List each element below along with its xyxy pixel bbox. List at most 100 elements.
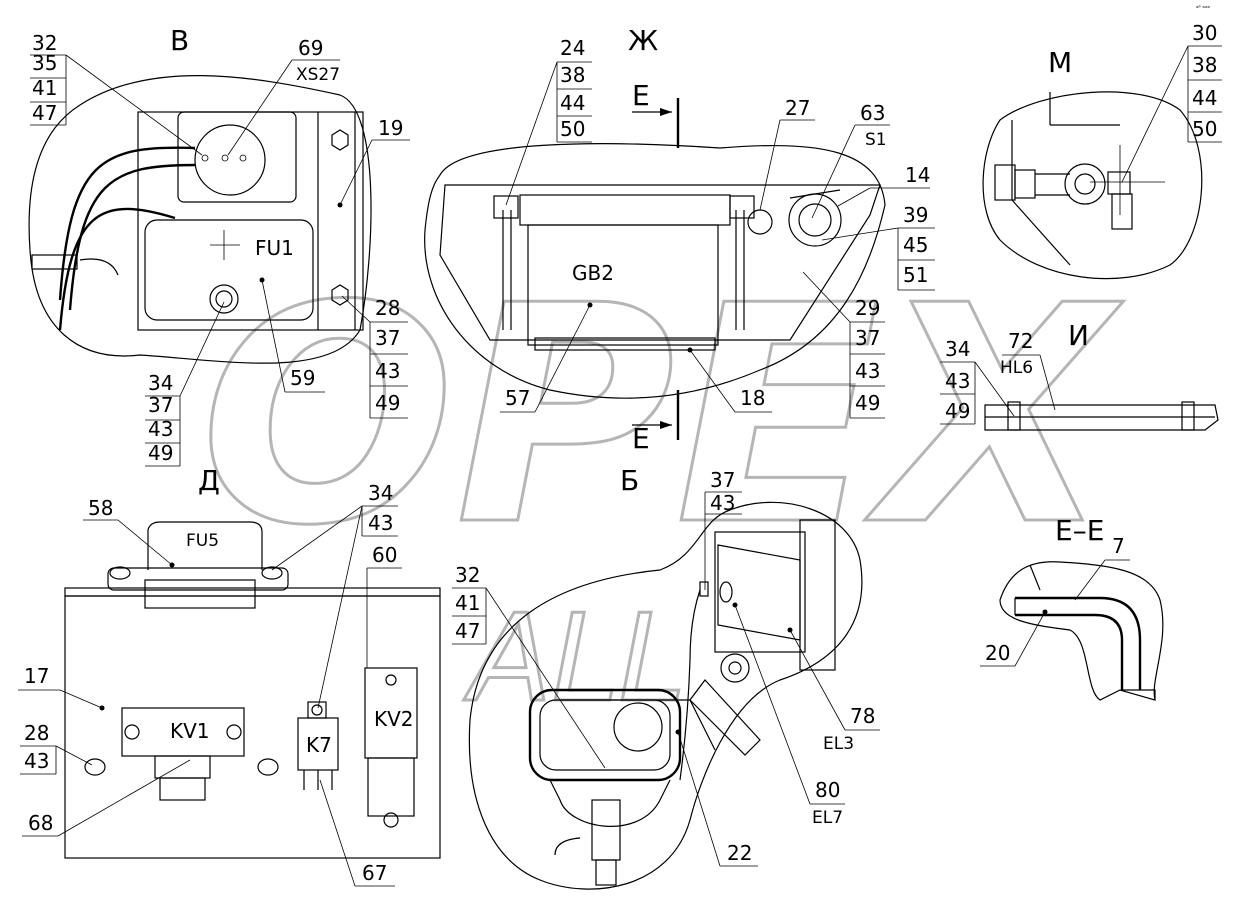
view-ee-title: Е–Е — [1055, 514, 1104, 547]
view-v-bolt-top — [331, 129, 349, 151]
kv1-connector — [154, 755, 211, 779]
callout-18: 18 — [687, 347, 772, 413]
svg-text:20: 20 — [985, 641, 1010, 665]
view-i-fastener-right — [1181, 401, 1195, 431]
callout-27: 27 — [759, 96, 815, 211]
svg-text:37: 37 — [148, 393, 173, 417]
view-b: Б EL3 EL7 37 43 32 41 47 — [452, 464, 880, 890]
callout-7: 7 — [1074, 534, 1130, 601]
el3-lamp-cover — [799, 519, 836, 671]
view-m: М 30 38 44 50 — [982, 21, 1222, 280]
svg-text:43: 43 — [24, 749, 49, 773]
view-zh: Ж Е Е GB2 S1 24 38 44 50 — [424, 24, 935, 455]
callout-28-43: 28 43 — [20, 721, 93, 775]
s1-label: S1 — [865, 130, 887, 150]
callout-20: 20 — [980, 609, 1048, 667]
svg-text:18: 18 — [740, 386, 765, 410]
view-v-clamp — [31, 254, 78, 270]
callout-m-stack: 30 38 44 50 — [1121, 21, 1222, 183]
view-d-stud-right — [257, 758, 279, 776]
ee-bracket-inner — [1015, 613, 1124, 690]
callout-v-stack-left: 32 35 41 47 — [30, 31, 203, 156]
xs27-label: XS27 — [296, 65, 340, 85]
svg-text:67: 67 — [362, 861, 387, 885]
svg-text:38: 38 — [1192, 53, 1217, 77]
hl6-label: HL6 — [1000, 358, 1033, 378]
corner-mark: ᵃᴾ ᵇᵃᵇ — [1196, 5, 1210, 12]
view-zh-outline — [424, 143, 886, 399]
view-m-terminal — [1064, 163, 1106, 205]
svg-text:72: 72 — [1008, 329, 1033, 353]
svg-text:27: 27 — [785, 96, 810, 120]
svg-text:43: 43 — [855, 359, 880, 383]
callout-68: 68 — [22, 759, 191, 837]
view-zh-title: Ж — [628, 24, 658, 57]
view-b-title: Б — [620, 464, 639, 497]
fu5-fuse — [147, 521, 263, 570]
svg-text:28: 28 — [24, 721, 49, 745]
callout-67: 67 — [319, 779, 395, 887]
svg-text:58: 58 — [88, 496, 113, 520]
callout-b-top: 37 43 — [704, 468, 742, 590]
svg-text:7: 7 — [1112, 534, 1125, 558]
watermark-subtext: ALL — [463, 590, 686, 729]
svg-text:39: 39 — [903, 203, 928, 227]
fu1-cap — [209, 284, 239, 314]
fu5-label: FU5 — [186, 531, 219, 551]
callout-34-stack: 34 37 43 49 — [145, 301, 225, 467]
gb2-left-clamp — [493, 195, 519, 219]
callout-28-stack: 28 37 43 49 — [341, 295, 408, 419]
view-i-fastener-left — [1007, 401, 1021, 431]
svg-text:43: 43 — [375, 359, 400, 383]
view-b-outline — [468, 501, 863, 890]
svg-text:17: 17 — [24, 664, 49, 688]
view-b-lower-connector — [591, 799, 621, 861]
svg-text:63: 63 — [860, 101, 885, 125]
callout-39-stack: 39 45 51 — [821, 203, 935, 291]
callout-22: 22 — [675, 729, 758, 867]
svg-text:51: 51 — [903, 263, 928, 287]
view-ee-outline — [999, 561, 1164, 701]
view-d: Д FU5 KV1 K7 KV2 58 — [18, 464, 441, 887]
view-d-stud-left — [84, 758, 106, 776]
svg-text:14: 14 — [905, 163, 930, 187]
section-e-bottom-label: Е — [632, 422, 650, 455]
watermark-text: OPEX — [200, 242, 1124, 591]
section-e-top-label: Е — [632, 79, 650, 112]
view-m-title: М — [1048, 46, 1072, 79]
fu1-fuse-holder — [144, 219, 314, 321]
svg-text:28: 28 — [375, 296, 400, 320]
relay-panel-17 — [64, 595, 441, 859]
svg-text:43: 43 — [368, 511, 393, 535]
svg-text:29: 29 — [855, 296, 880, 320]
view-m-outline — [982, 91, 1203, 280]
el3-label: EL3 — [823, 734, 854, 754]
svg-text:43: 43 — [710, 491, 735, 515]
svg-text:47: 47 — [32, 101, 57, 125]
view-v-cable-1 — [58, 146, 196, 301]
k7-label: K7 — [306, 733, 332, 757]
gb2-hold-down-bar — [519, 194, 731, 226]
s1-switch-knob — [798, 203, 832, 237]
el7-label: EL7 — [812, 808, 843, 828]
svg-text:49: 49 — [945, 399, 970, 423]
view-zh-clip-27 — [747, 209, 773, 235]
kv1-label: KV1 — [170, 719, 210, 743]
svg-text:34: 34 — [945, 337, 970, 361]
fu5-base — [107, 567, 289, 591]
callout-19: 19 — [337, 116, 410, 208]
svg-text:49: 49 — [855, 391, 880, 415]
svg-text:30: 30 — [1192, 21, 1217, 45]
svg-text:37: 37 — [855, 326, 880, 350]
callout-i-stack: 34 43 49 — [940, 337, 1015, 425]
svg-text:22: 22 — [727, 841, 752, 865]
view-m-bolt — [1111, 193, 1133, 230]
svg-text:59: 59 — [290, 366, 315, 390]
view-b-lens — [613, 702, 663, 752]
view-b-lamp-housing — [528, 688, 682, 782]
watermark: OPEX ALL — [199, 241, 1126, 731]
callout-80: 80 — [732, 602, 845, 805]
view-i: И HL6 34 43 49 72 — [940, 319, 1219, 431]
callout-17: 17 — [18, 664, 105, 711]
